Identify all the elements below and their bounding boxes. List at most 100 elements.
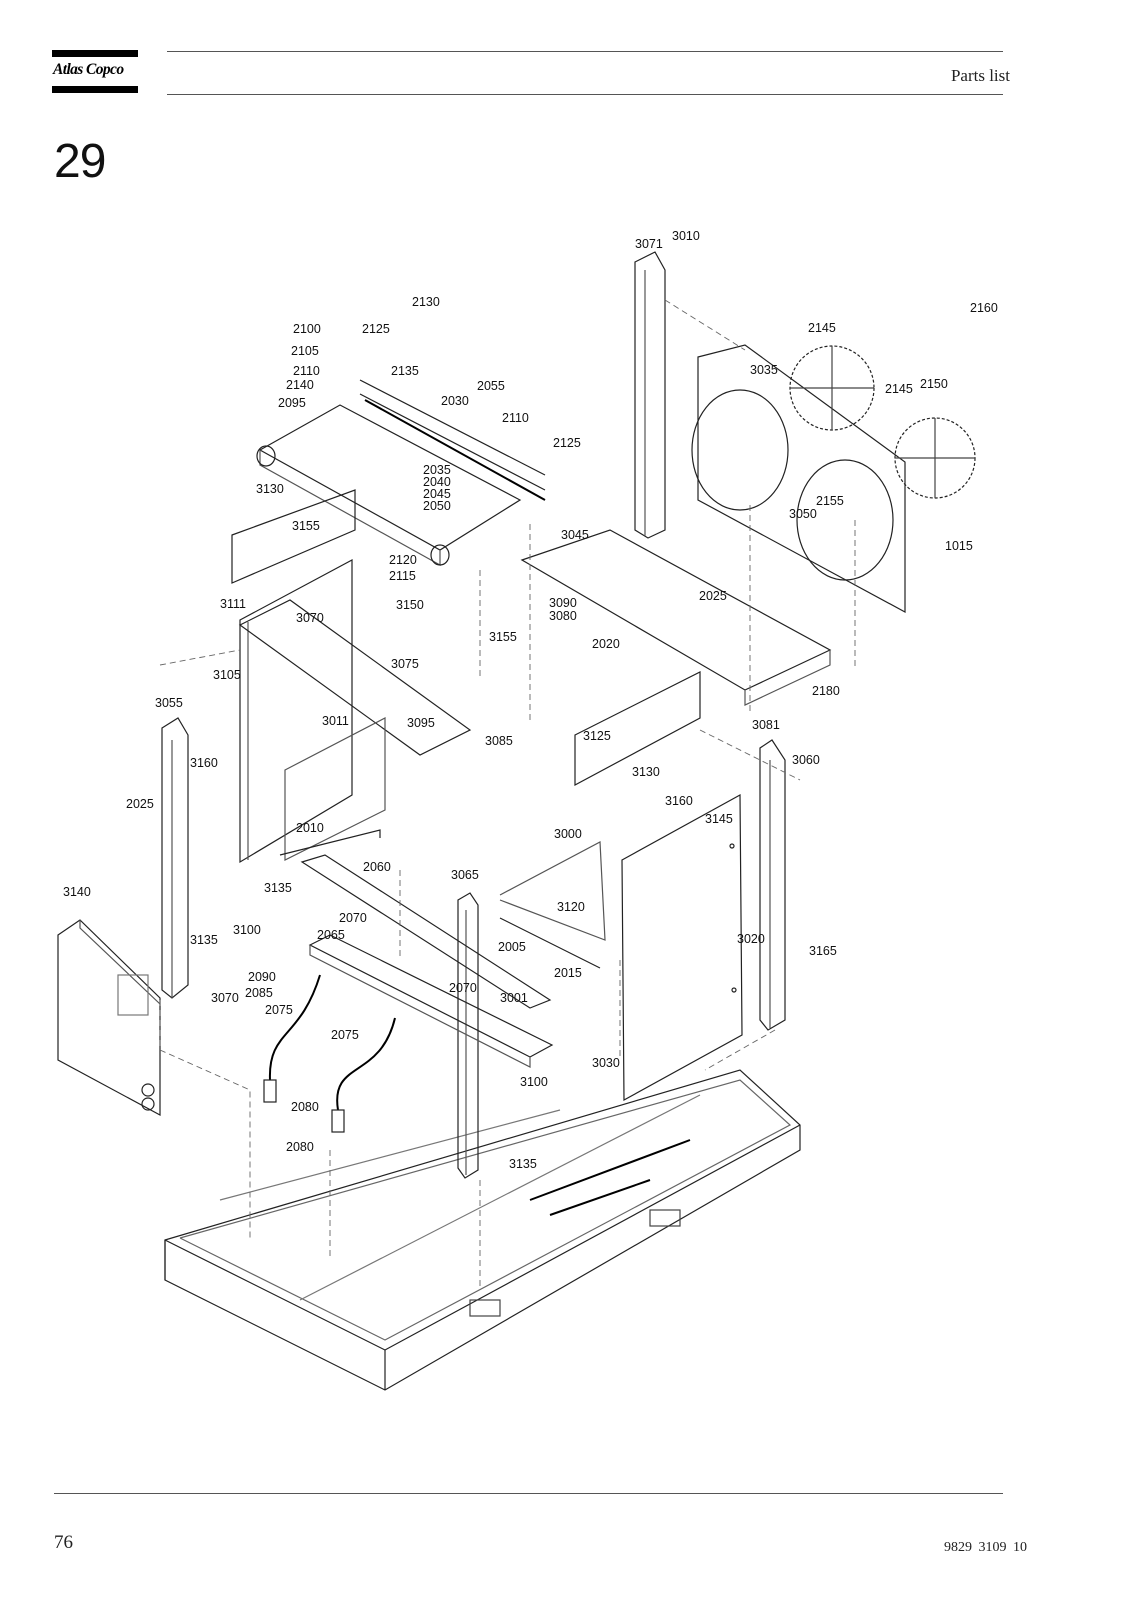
document-number: 9829 3109 10 [944,1540,1027,1555]
right-post-3081 [759,739,786,1031]
callout-label: 2085 [245,986,273,1000]
exploded-parts-drawing: 3071 3010 2130 2160 2100 2125 2145 2105 … [57,229,998,1391]
callout-label: 2010 [296,821,324,835]
callout-label: 2145 [885,382,913,396]
bracket-3075 [238,599,472,756]
callout-label: 3130 [632,765,660,779]
callout-label: 3060 [792,753,820,767]
callout-label: 3160 [190,756,218,770]
header-rule-top [167,51,1003,52]
panel-3130-left [231,489,356,584]
callout-label: 3085 [485,734,513,748]
callout-label: 3105 [213,668,241,682]
page-title: Parts list [950,66,1010,85]
callout-label: 2075 [331,1028,359,1042]
callout-label: 3020 [737,932,765,946]
callout-label: 2115 [389,569,416,583]
callout-label: 2095 [278,396,306,410]
page-number: 76 [54,1532,73,1553]
logo-text: Atlas Copco [53,61,124,78]
logo-bar-top [52,50,138,57]
callout-label: 2020 [592,637,620,651]
callout-label: 3160 [665,794,693,808]
callout-label: 3095 [407,716,435,730]
left-rear-panel-3160 [239,558,353,864]
callout-label: 2120 [389,553,417,567]
callout-label: 2135 [391,364,419,378]
callout-label: 3000 [554,827,582,841]
callout-label: 2025 [699,589,727,603]
callout-label: 3130 [256,482,284,496]
callout-label: 2055 [477,379,505,393]
callout-label: 2045 [423,487,451,501]
callout-label: 3125 [583,729,611,743]
callout-label: 2145 [808,321,836,335]
cooler-2095 [256,404,522,567]
callout-label: 3140 [63,885,91,899]
callout-label: 2060 [363,860,391,874]
callout-label: 3011 [322,714,349,728]
atlas-copco-logo: Atlas Copco [52,50,138,94]
callout-label: 2005 [498,940,526,954]
callout-label: 2125 [362,322,390,336]
callout-label: 2050 [423,499,451,513]
callout-label: 3071 [635,237,663,251]
callout-label: 3081 [752,718,780,732]
footer-rule [54,1493,1003,1494]
callout-label: 3065 [451,868,479,882]
callout-label: 1015 [945,539,973,553]
callout-label: 2180 [812,684,840,698]
callout-label: 2025 [126,797,154,811]
callout-label: 3070 [296,611,324,625]
beam-2060 [300,854,552,1009]
callout-label: 3135 [509,1157,537,1171]
callout-label: 2075 [265,1003,293,1017]
rail-3001 [308,934,554,1068]
left-post-3055 [161,717,189,999]
hose-2075-right [331,1017,396,1133]
callout-label: 2130 [412,295,440,309]
callout-label: 3111 [220,597,246,611]
callout-label: 3030 [592,1056,620,1070]
callout-label: 2140 [286,378,314,392]
callout-label: 2070 [449,981,477,995]
callout-labels: 3071 3010 2130 2160 2100 2125 2145 2105 … [63,229,998,1171]
callout-label: 3080 [549,609,577,623]
callout-label: 2090 [248,970,276,984]
callout-label: 3090 [549,596,577,610]
callout-label: 3055 [155,696,183,710]
callout-label: 2160 [970,301,998,315]
callout-label: 3165 [809,944,837,958]
callout-label: 2080 [286,1140,314,1154]
fan-panel-3035 [691,344,976,614]
callout-label: 2150 [920,377,948,391]
callout-label: 3100 [233,923,261,937]
rear-post-3071 [634,251,666,539]
callout-label: 3035 [750,363,778,377]
panel-3130 [574,671,701,787]
callout-label: 2100 [293,322,321,336]
callout-label: 3135 [264,881,292,895]
left-side-panel [57,919,161,1117]
top-rails [359,379,546,501]
hose-2075-left [263,974,321,1103]
right-door-3160 [621,793,743,1102]
callout-label: 3150 [396,598,424,612]
callout-label: 2040 [423,475,451,489]
callout-label: 2035 [423,463,451,477]
callout-label: 2030 [441,394,469,408]
callout-label: 3145 [705,812,733,826]
callout-label: 2015 [554,966,582,980]
callout-label: 2080 [291,1100,319,1114]
callout-label: 3070 [211,991,239,1005]
callout-label: 3120 [557,900,585,914]
callout-label: 3045 [561,528,589,542]
callout-label: 3001 [500,991,528,1005]
base-frame [164,1069,801,1391]
beam-3045 [520,529,832,706]
drawing-lines [57,251,976,1391]
callout-label: 3050 [789,507,817,521]
callout-label: 2065 [317,928,345,942]
callout-label: 2155 [816,494,844,508]
panel-3000 [499,841,606,969]
